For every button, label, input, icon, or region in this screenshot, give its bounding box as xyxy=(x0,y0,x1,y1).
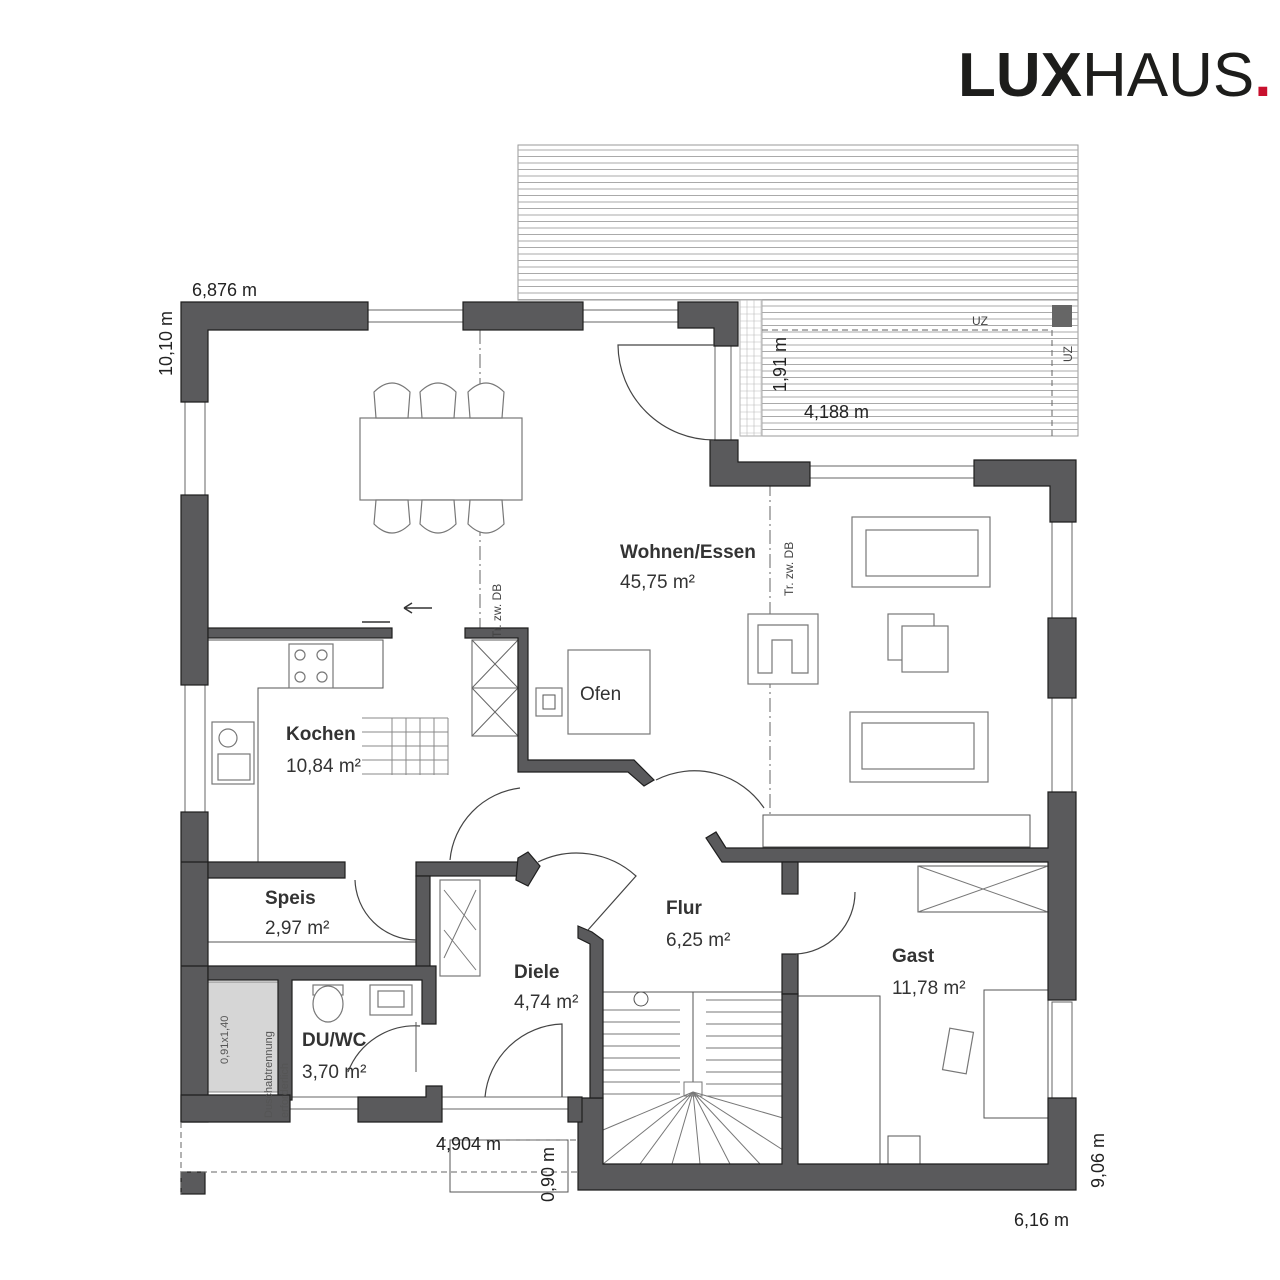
toilet-icon xyxy=(312,985,344,1023)
room-kochen-area: 10,84 m² xyxy=(286,756,361,777)
room-wohnen-name: Wohnen/Essen xyxy=(620,542,756,563)
room-diele-area: 4,74 m² xyxy=(514,992,578,1013)
dim-left-depth: 10,10 m xyxy=(156,311,176,376)
dimensions: 6,876 m 10,10 m 1,91 m 4,188 m 4,904 m 0… xyxy=(156,280,1108,1230)
windows xyxy=(184,309,1073,1110)
room-kochen-name: Kochen xyxy=(286,724,356,745)
room-wohnen-area: 45,75 m² xyxy=(620,572,695,593)
room-speis-name: Speis xyxy=(265,888,316,909)
tr-zw-db-label-1: Tr. zw. DB xyxy=(490,584,504,638)
entry-outline xyxy=(180,1122,578,1194)
luxhaus-logo: LUXHAUS. xyxy=(958,41,1272,110)
uz-label: UZ xyxy=(972,314,988,328)
room-flur-area: 6,25 m² xyxy=(666,930,730,951)
ofen-label: Ofen xyxy=(580,684,621,705)
interior-lines xyxy=(208,330,1049,1165)
tr-zw-db-label-2: Tr. zw. DB xyxy=(782,542,796,596)
logo-light: HAUS xyxy=(1082,41,1254,110)
uz-label-vertical: UZ xyxy=(1061,346,1075,362)
logo-dot: . xyxy=(1254,41,1271,110)
basin-icon xyxy=(369,984,413,1016)
chair-icon xyxy=(419,382,457,419)
chair-icon xyxy=(467,382,505,419)
dim-bottom-mid: 4,904 m xyxy=(436,1134,501,1154)
room-diele-name: Diele xyxy=(514,962,559,983)
walls xyxy=(180,301,1077,1195)
room-gast-area: 11,78 m² xyxy=(892,978,966,999)
shower-note-2: erforderlich xyxy=(279,1063,291,1118)
dim-entry-depth: 0,90 m xyxy=(538,1147,558,1202)
chair-icon xyxy=(373,382,411,419)
logo-bold: LUX xyxy=(958,41,1082,110)
dim-terrace-depth: 1,91 m xyxy=(770,337,790,392)
svg-text:LUXHAUS.: LUXHAUS. xyxy=(958,41,1272,110)
room-duwc-name: DU/WC xyxy=(302,1030,367,1051)
room-gast-name: Gast xyxy=(892,946,935,967)
room-labels: Wohnen/Essen 45,75 m² Kochen 10,84 m² Sp… xyxy=(219,542,966,1118)
chair-icon xyxy=(419,499,457,534)
room-duwc-area: 3,70 m² xyxy=(302,1062,366,1083)
furniture xyxy=(207,382,991,1093)
chair-icon xyxy=(467,499,505,534)
doors xyxy=(347,344,856,1098)
dim-right-depth: 9,06 m xyxy=(1088,1133,1108,1188)
dim-top-width: 6,876 m xyxy=(192,280,257,300)
dining-table xyxy=(359,417,523,501)
dim-bottom-right: 6,16 m xyxy=(1014,1210,1069,1230)
chair-icon xyxy=(373,499,411,534)
shower-note-1: Duschabtrennung xyxy=(263,1031,275,1118)
room-speis-area: 2,97 m² xyxy=(265,918,329,939)
terrace: UZ UZ xyxy=(517,144,1079,437)
shower-size-label: 0,91x1,40 xyxy=(219,1016,231,1064)
room-flur-name: Flur xyxy=(666,898,702,919)
stove-icon xyxy=(288,643,334,689)
dim-terrace-width: 4,188 m xyxy=(804,402,869,422)
